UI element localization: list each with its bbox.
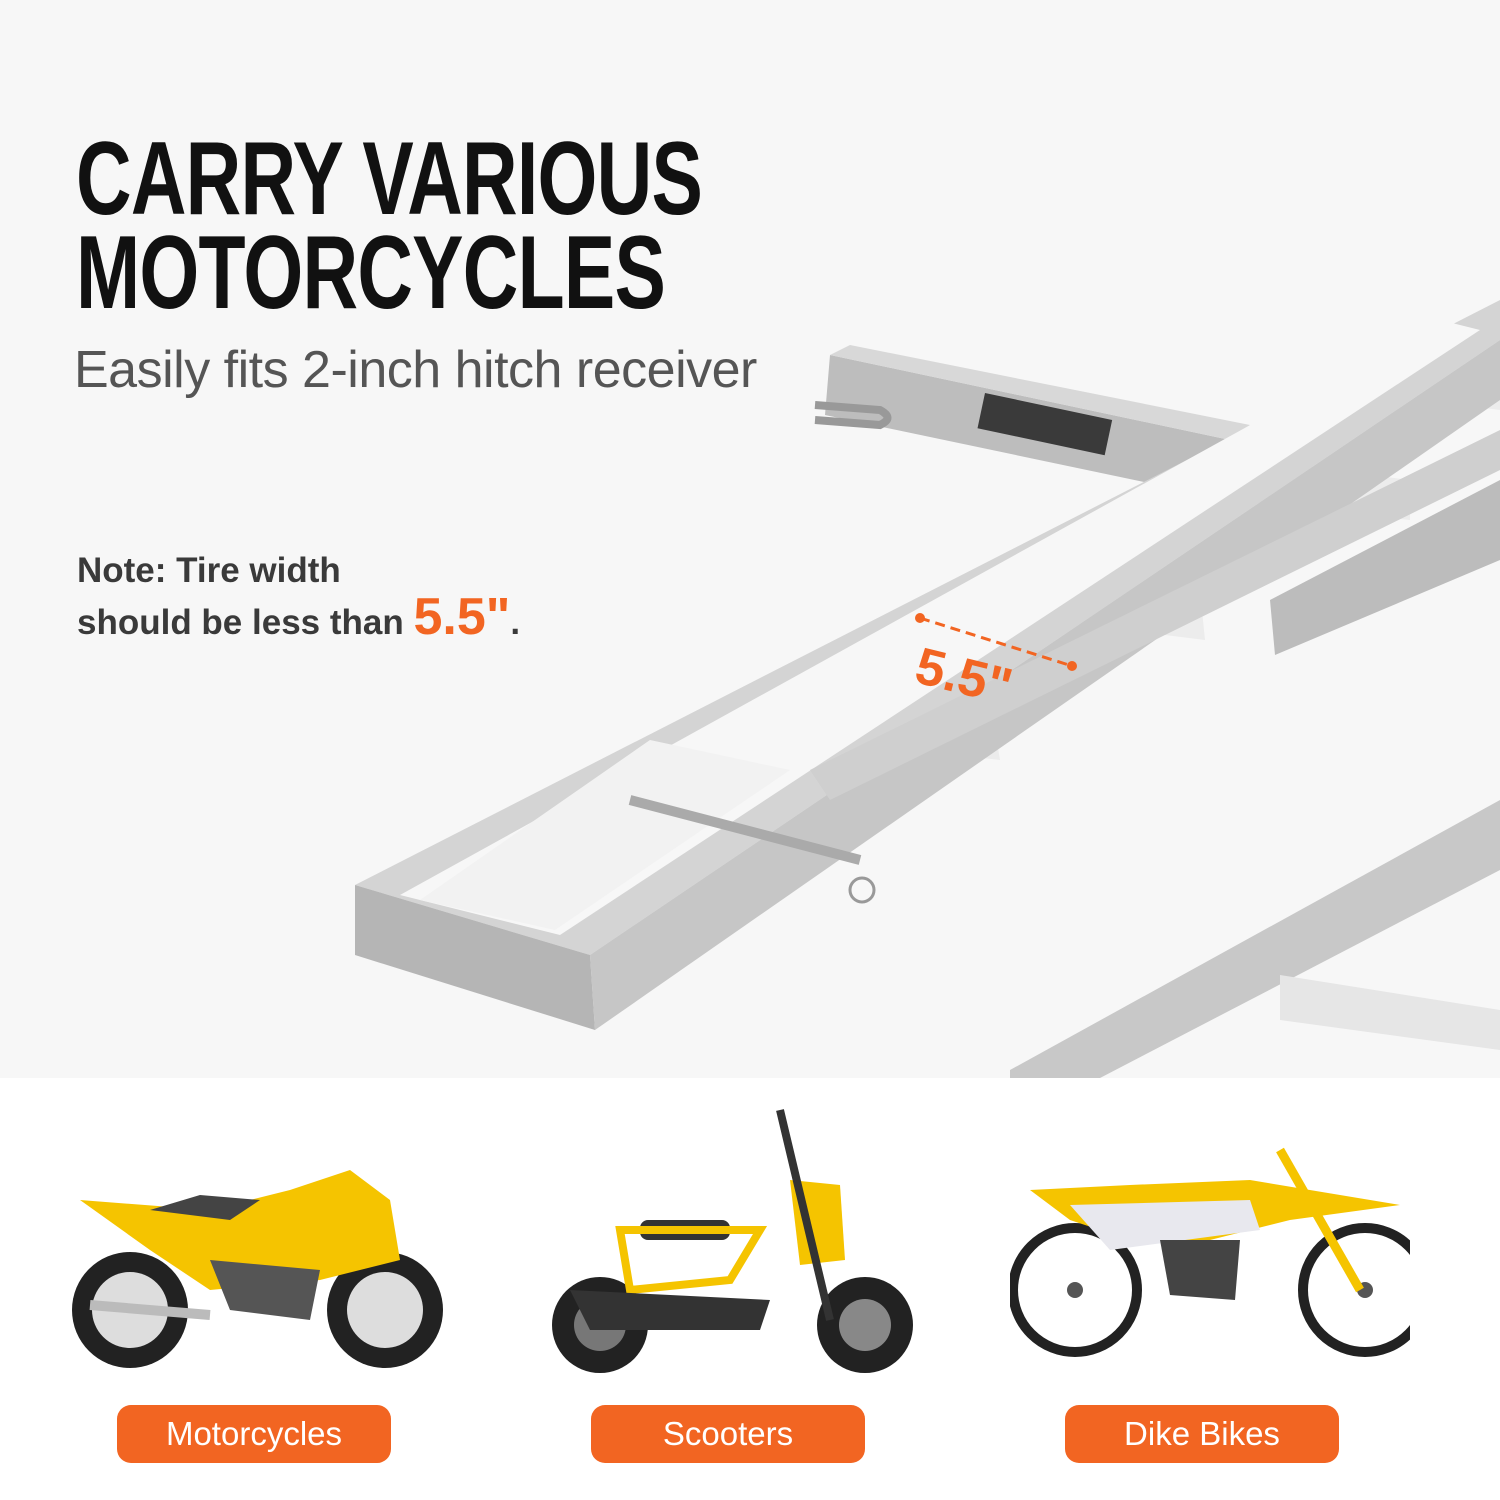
headline: CARRY VARIOUS MOTORCYCLES — [76, 121, 703, 331]
category-button-dirt-bikes[interactable]: Dike Bikes — [1065, 1405, 1339, 1463]
motorcycle-carrier-rack-image — [355, 300, 1500, 1078]
subtitle: Easily fits 2-inch hitch receiver — [74, 341, 757, 399]
headline-line-2: MOTORCYCLES — [76, 215, 666, 331]
dirt-bike-image — [1010, 1147, 1410, 1357]
scooter-image — [552, 1109, 913, 1373]
note-line-1: Note: Tire width — [77, 551, 341, 590]
category-button-scooters[interactable]: Scooters — [591, 1405, 865, 1463]
note-value: 5.5" — [413, 588, 511, 646]
category-button-motorcycles[interactable]: Motorcycles — [117, 1405, 391, 1463]
note-line-2: should be less than — [77, 603, 404, 642]
tire-width-note: Note: Tire width should be less than 5.5… — [77, 548, 520, 646]
headline-line-1: CARRY VARIOUS — [76, 121, 703, 237]
sport-motorcycle-image — [72, 1170, 443, 1368]
note-period: . — [510, 603, 521, 642]
